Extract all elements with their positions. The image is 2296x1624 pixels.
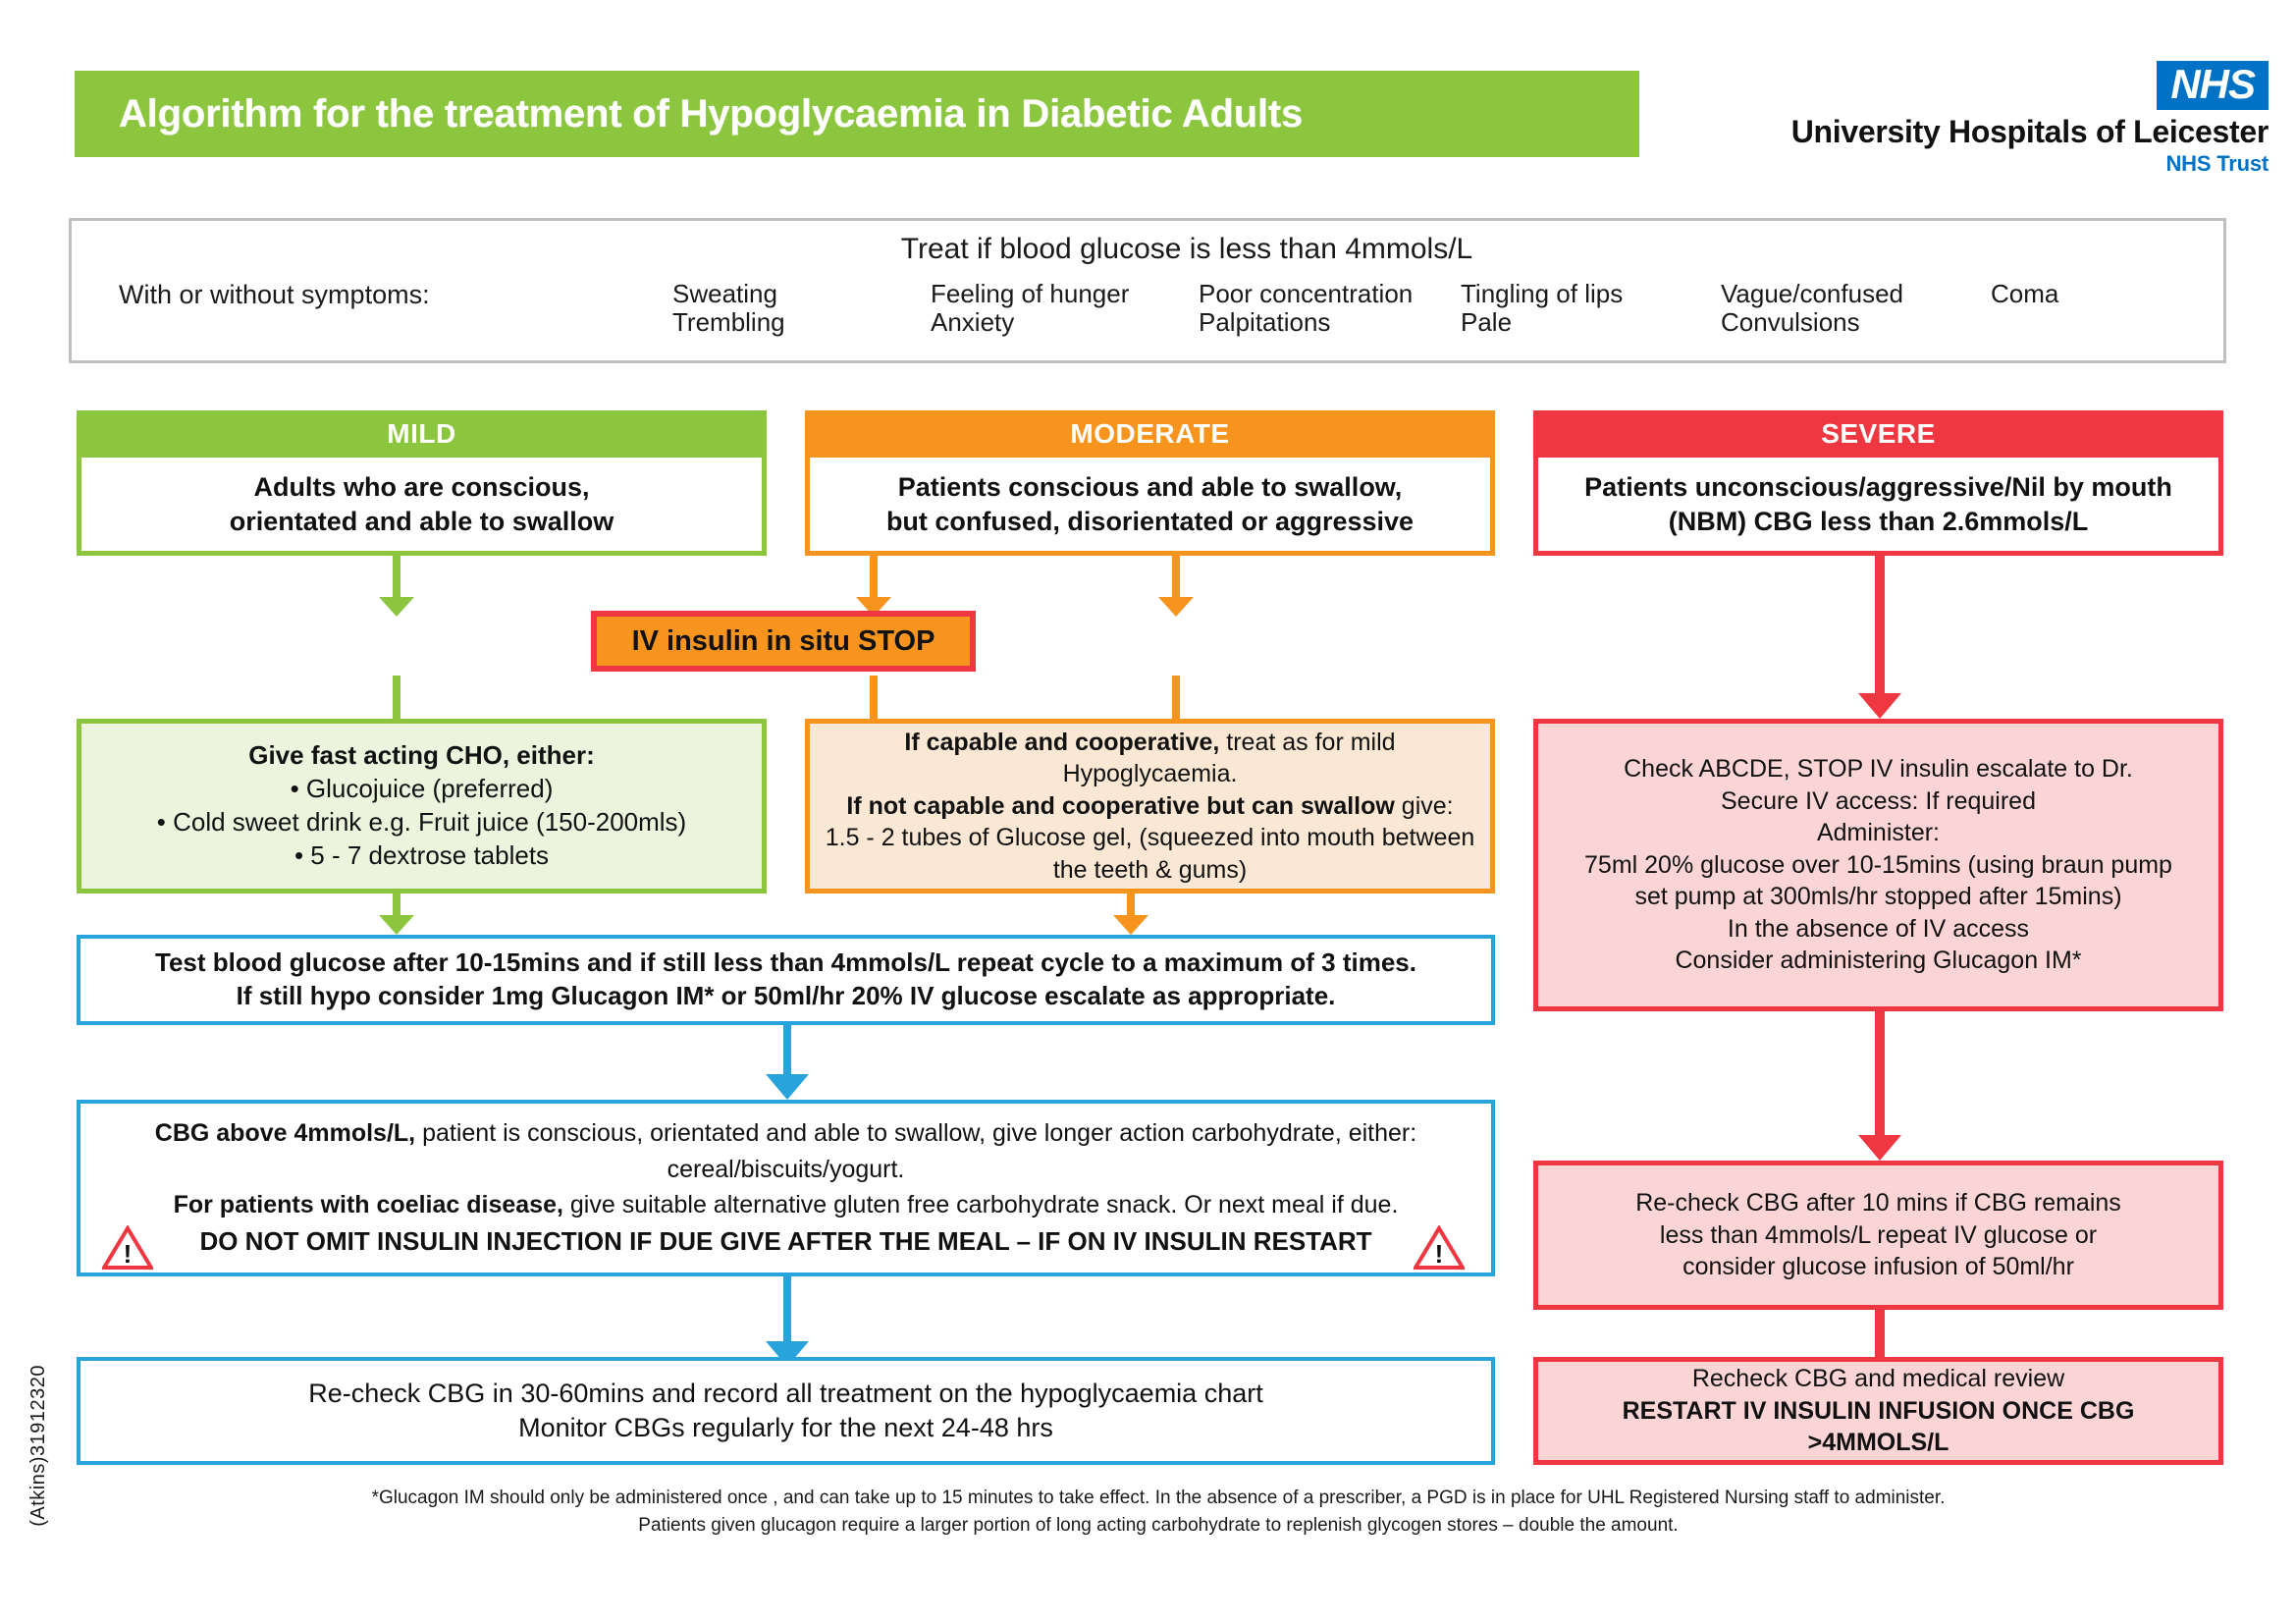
cbg-line2: cereal/biscuits/yogurt. — [667, 1155, 905, 1183]
moderate-line2-bold: If not capable and cooperative but can s… — [846, 791, 1395, 820]
moderate-line4: the teeth & gums) — [1052, 855, 1248, 884]
severe-step3-normal: Recheck CBG and medical review — [1691, 1365, 2065, 1393]
mild-treatment-title: Give fast acting CHO, either: — [248, 740, 595, 771]
cbg-line1-bold: CBG above 4mmols/L, — [154, 1119, 416, 1148]
severe-step3-bold: RESTART IV INSULIN INFUSION ONCE CBG >4M… — [1622, 1396, 2135, 1457]
severe-step2-line-3: consider glucose infusion of 50ml/hr — [1682, 1253, 2074, 1281]
symptom-column-1: Sweating Trembling — [672, 279, 785, 338]
test-blood-glucose-box: Test blood glucose after 10-15mins and i… — [77, 935, 1495, 1025]
moderate-line2-rest: give: — [1394, 791, 1454, 820]
header-title-band: Algorithm for the treatment of Hypoglyca… — [75, 71, 1639, 157]
nhs-logo: NHS — [2157, 61, 2269, 111]
arrow-moderate-to-treatment-top — [1156, 556, 1196, 617]
severe-step1-box: Check ABCDE, STOP IV insulin escalate to… — [1533, 719, 2223, 1011]
mild-treatment-item-1: • Glucojuice (preferred) — [290, 774, 554, 804]
test-glucose-line1: Test blood glucose after 10-15mins and i… — [155, 947, 1416, 978]
severe-step1-line-7: Consider administering Glucagon IM* — [1675, 947, 2082, 975]
severe-step1-line-5: set pump at 300mls/hr stopped after 15mi… — [1634, 883, 2122, 911]
moderate-line1-rest: treat as for mild Hypoglycaemia. — [1062, 728, 1396, 788]
arrow-moderate-to-stop — [854, 556, 893, 617]
moderate-treatment-box: If capable and cooperative, treat as for… — [805, 719, 1495, 893]
arrow-moderate-to-test — [1111, 893, 1150, 935]
treat-threshold-text: Treat if blood glucose is less than 4mmo… — [900, 233, 1473, 265]
mild-def-line2: orientated and able to swallow — [229, 506, 614, 536]
arrow-cbg-to-recheck — [766, 1276, 809, 1367]
test-glucose-line2: If still hypo consider 1mg Glucagon IM* … — [236, 981, 1336, 1010]
category-definition-severe: Patients unconscious/aggressive/Nil by m… — [1533, 458, 2223, 556]
iv-insulin-stop-box: IV insulin in situ STOP — [591, 611, 976, 672]
severe-def-line1: Patients unconscious/aggressive/Nil by m… — [1584, 471, 2172, 502]
moderate-def-line1: Patients conscious and able to swallow, — [897, 471, 1403, 502]
svg-text:!: ! — [1435, 1239, 1444, 1269]
severe-step1-line-6: In the absence of IV access — [1727, 914, 2030, 943]
category-definition-moderate: Patients conscious and able to swallow, … — [805, 458, 1495, 556]
warning-triangle-right-icon: ! — [1414, 1225, 1465, 1271]
trust-subtitle: NHS Trust — [2165, 151, 2269, 177]
symptoms-label: With or without symptoms: — [119, 280, 430, 309]
severe-step3-box: Recheck CBG and medical review RESTART I… — [1533, 1357, 2223, 1465]
cbg-above-box: CBG above 4mmols/L, patient is conscious… — [77, 1100, 1495, 1276]
category-definition-mild: Adults who are conscious, orientated and… — [77, 458, 767, 556]
moderate-line1-bold: If capable and cooperative, — [904, 728, 1220, 756]
severe-step2-box: Re-check CBG after 10 mins if CBG remain… — [1533, 1161, 2223, 1310]
page-title: Algorithm for the treatment of Hypoglyca… — [119, 91, 1304, 135]
footnote-line-2: Patients given glucagon require a larger… — [638, 1514, 1679, 1536]
svg-text:!: ! — [124, 1239, 133, 1269]
arrow-severe-to-step1 — [1858, 556, 1901, 719]
severe-step1-line-1: Check ABCDE, STOP IV insulin escalate to… — [1624, 755, 2133, 784]
mild-treatment-item-2: • Cold sweet drink e.g. Fruit juice (150… — [156, 807, 687, 837]
document-code: (Atkins)31912320 — [27, 1365, 49, 1527]
recheck-cbg-box: Re-check CBG in 30-60mins and record all… — [77, 1357, 1495, 1465]
severe-step1-line-3: Administer: — [1816, 819, 1941, 847]
recheck-line1: Re-check CBG in 30-60mins and record all… — [308, 1378, 1263, 1408]
cbg-warning-text: DO NOT OMIT INSULIN INJECTION IF DUE GIV… — [199, 1226, 1372, 1257]
symptom-column-3: Poor concentration Palpitations — [1199, 279, 1414, 338]
severe-step1-line-4: 75ml 20% glucose over 10-15mins (using b… — [1584, 850, 2172, 879]
mild-def-line1: Adults who are conscious, — [253, 471, 590, 502]
footnote: *Glucagon IM should only be administered… — [275, 1485, 2042, 1539]
severe-step2-line-2: less than 4mmols/L repeat IV glucose or — [1659, 1220, 2098, 1249]
severe-step1-line-2: Secure IV access: If required — [1721, 786, 2036, 815]
cbg-line3-bold: For patients with coeliac disease, — [173, 1191, 563, 1219]
mild-treatment-item-3: • 5 - 7 dextrose tablets — [294, 839, 550, 870]
category-header-moderate: MODERATE — [805, 410, 1495, 458]
severe-def-line2: (NBM) CBG less than 2.6mmols/L — [1668, 506, 2089, 536]
arrow-mild-to-stop — [377, 556, 416, 617]
moderate-line3: 1.5 - 2 tubes of Glucose gel, (squeezed … — [825, 824, 1475, 852]
arrow-severe-step1-to-step2 — [1858, 1011, 1901, 1161]
symptom-column-6: Coma — [1991, 279, 2059, 308]
category-header-severe: SEVERE — [1533, 410, 2223, 458]
symptom-column-2: Feeling of hunger Anxiety — [931, 279, 1130, 338]
symptom-column-4: Tingling of lips Pale — [1461, 279, 1624, 338]
cbg-line3-rest: give suitable alternative gluten free ca… — [562, 1191, 1399, 1219]
severe-step2-line-1: Re-check CBG after 10 mins if CBG remain… — [1635, 1189, 2121, 1218]
mild-treatment-box: Give fast acting CHO, either: • Glucojui… — [77, 719, 767, 893]
symptom-column-5: Vague/confused Convulsions — [1721, 279, 1903, 338]
warning-triangle-left-icon: ! — [102, 1225, 153, 1271]
recheck-line2: Monitor CBGs regularly for the next 24-4… — [518, 1413, 1053, 1442]
symptoms-box: Treat if blood glucose is less than 4mmo… — [69, 218, 2226, 363]
arrow-test-to-cbg — [766, 1025, 809, 1100]
cbg-line1-rest: patient is conscious, orientated and abl… — [415, 1119, 1417, 1148]
arrow-mild-to-test — [377, 893, 416, 935]
footnote-line-1: *Glucagon IM should only be administered… — [371, 1488, 1946, 1508]
moderate-def-line2: but confused, disorientated or aggressiv… — [885, 506, 1415, 536]
category-header-mild: MILD — [77, 410, 767, 458]
trust-name: University Hospitals of Leicester — [1790, 114, 2269, 150]
nhs-branding: NHS University Hospitals of Leicester NH… — [1738, 61, 2269, 177]
